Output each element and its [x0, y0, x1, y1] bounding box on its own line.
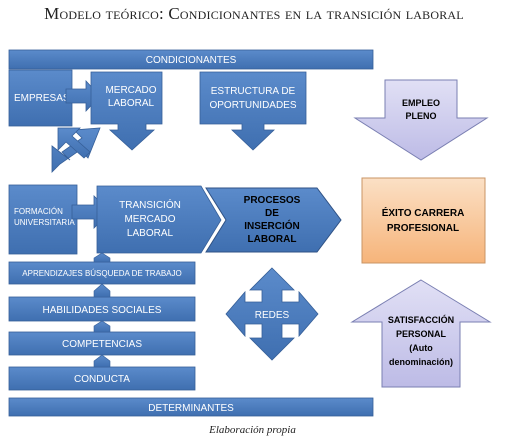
exito-label-1: ÉXITO CARRERA	[382, 206, 465, 219]
formacion-label-2: UNIVERSITARIA	[14, 218, 75, 227]
condicionantes-label: CONDICIONANTES	[146, 55, 237, 66]
aprendizajes-bar: APRENDIZAJES BÚSQUEDA DE TRABAJO	[8, 261, 196, 285]
procesos-label-2: DE	[265, 208, 279, 219]
exito-label-2: PROFESIONAL	[387, 223, 459, 234]
transicion-label-3: LABORAL	[127, 228, 174, 239]
empleo-label-2: PLENO	[405, 111, 436, 121]
connector-arrow	[93, 283, 111, 298]
mercado-label-2: LABORAL	[108, 98, 155, 109]
procesos-label-1: PROCESOS	[244, 195, 301, 206]
estructura-label-1: ESTRUCTURA DE	[211, 86, 296, 97]
satisfaccion-label-1: SATISFACCIÓN	[388, 314, 454, 325]
transicion-label-2: MERCADO	[124, 214, 175, 225]
connector-arrow	[93, 252, 111, 263]
empleo-pleno-arrow	[353, 79, 489, 161]
mercado-label-1: MERCADO	[105, 85, 156, 96]
connector-arrow	[93, 320, 111, 333]
mercado-laboral-box	[90, 71, 163, 151]
figure-caption: Elaboración propia	[209, 424, 296, 436]
habilidades-label: HABILIDADES SOCIALES	[43, 305, 162, 316]
procesos-insercion-box	[205, 187, 342, 253]
conducta-label: CONDUCTA	[74, 374, 130, 385]
formacion-box: FORMACIÓN UNIVERSITARIA	[8, 184, 78, 255]
empleo-label-1: EMPLEO	[402, 98, 440, 108]
procesos-label-4: LABORAL	[248, 234, 297, 245]
satisfaccion-label-3: (Auto	[409, 343, 433, 353]
habilidades-bar: HABILIDADES SOCIALES	[8, 296, 196, 322]
procesos-label-3: INSERCIÓN	[244, 219, 300, 232]
competencias-bar: COMPETENCIAS	[8, 331, 196, 356]
estructura-oportunidades-box	[199, 71, 307, 151]
condicionantes-bar: CONDICIONANTES	[8, 49, 374, 70]
aprendizajes-label: APRENDIZAJES BÚSQUEDA DE TRABAJO	[22, 269, 181, 278]
satisfaccion-personal-arrow	[350, 279, 492, 388]
diagram-title: Modelo teórico: Condicionantes en la tra…	[44, 4, 464, 23]
formacion-label-1: FORMACIÓN	[14, 207, 63, 216]
diagonal-double-arrow	[51, 127, 101, 173]
connector-arrow	[93, 354, 111, 368]
exito-carrera-box: ÉXITO CARRERA PROFESIONAL	[361, 177, 486, 264]
transicion-label-1: TRANSICIÓN	[119, 198, 181, 211]
transicion-mercado-box	[96, 185, 222, 254]
redes-quad-arrow	[225, 267, 319, 361]
empresas-box: EMPRESAS	[8, 69, 73, 127]
conducta-bar: CONDUCTA	[8, 366, 196, 391]
determinantes-label: DETERMINANTES	[148, 403, 234, 414]
empresas-label: EMPRESAS	[14, 93, 70, 104]
determinantes-bar: DETERMINANTES	[8, 397, 374, 417]
satisfaccion-label-2: PERSONAL	[396, 329, 447, 339]
estructura-label-2: OPORTUNIDADES	[209, 100, 296, 111]
satisfaccion-label-4: denominación)	[389, 357, 453, 367]
competencias-label: COMPETENCIAS	[62, 339, 142, 350]
redes-label: REDES	[255, 310, 290, 321]
